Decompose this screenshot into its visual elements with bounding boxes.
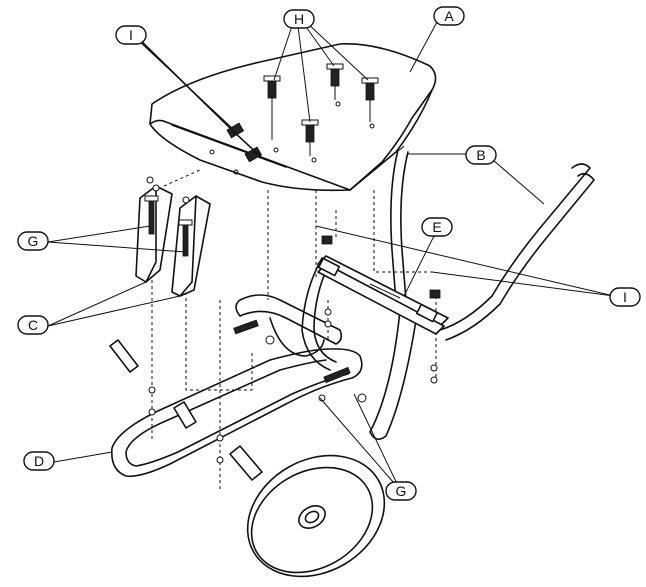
label-g-bottom: G (385, 481, 417, 501)
label-g-left: G (17, 231, 49, 251)
bracket-part-e (317, 235, 449, 384)
svg-text:G: G (28, 233, 39, 249)
label-h: H (283, 9, 315, 29)
tray-part-a (149, 43, 437, 192)
svg-text:I: I (623, 289, 627, 305)
svg-text:A: A (444, 8, 454, 24)
frame-part-d (109, 294, 367, 481)
leader-lines (47, 21, 615, 491)
label-e: E (421, 217, 453, 237)
svg-text:C: C (28, 317, 38, 333)
label-d: D (23, 451, 55, 471)
label-a: A (433, 6, 465, 26)
label-i-right: I (609, 287, 641, 307)
label-b: B (465, 145, 497, 165)
svg-text:H: H (294, 11, 304, 27)
svg-text:D: D (34, 453, 44, 469)
svg-text:B: B (476, 147, 485, 163)
svg-text:E: E (432, 219, 441, 235)
label-c: C (17, 315, 49, 335)
legs-part-c (135, 176, 211, 297)
svg-text:I: I (129, 27, 133, 43)
wheel (246, 454, 386, 578)
label-i-top: I (115, 25, 147, 45)
svg-text:G: G (396, 483, 407, 499)
bolts-part-h (263, 63, 379, 156)
handles-part-b (301, 149, 595, 440)
